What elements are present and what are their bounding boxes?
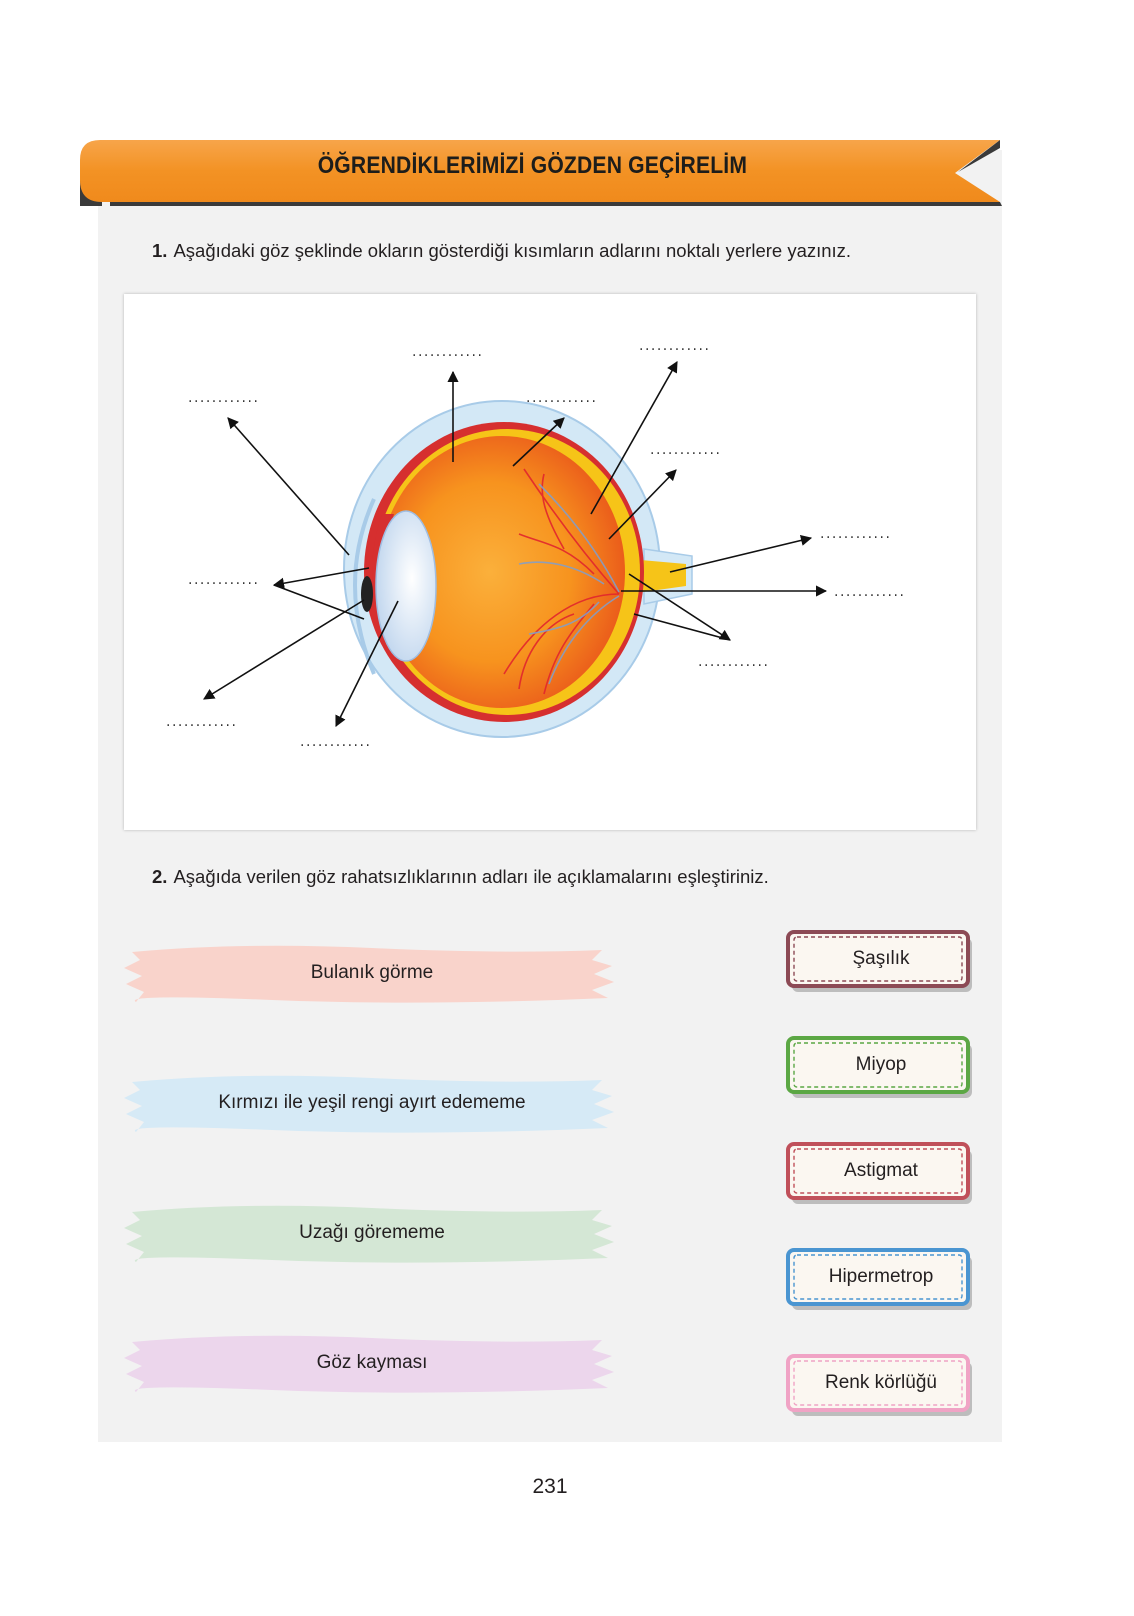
description-text: Kırmızı ile yeşil rengi ayırt edememe — [218, 1092, 526, 1113]
label-blank-7[interactable]: ............ — [188, 572, 260, 588]
disorder-tag-3[interactable]: Astigmat — [786, 1142, 976, 1204]
eye-illustration — [203, 361, 828, 738]
description-card-3[interactable]: Uzağı görememe — [122, 1200, 622, 1270]
disorder-tag-2[interactable]: Miyop — [786, 1036, 976, 1098]
eye-diagram: ............ ............ ............ .… — [124, 294, 976, 830]
page-title: ÖĞRENDİKLERİMİZİ GÖZDEN GEÇİRELİM — [317, 152, 748, 179]
disorder-name: Miyop — [855, 1054, 907, 1075]
question-number: 2. — [152, 866, 168, 887]
page-number: 231 — [532, 1475, 568, 1498]
question-1: 1.Aşağıdaki göz şeklinde okların gösterd… — [152, 240, 851, 262]
question-text: Aşağıda verilen göz rahatsızlıklarının a… — [173, 866, 769, 887]
label-blank-3[interactable]: ............ — [188, 390, 260, 406]
label-blank-10[interactable]: ............ — [166, 714, 238, 730]
label-blank-6[interactable]: ............ — [820, 526, 892, 542]
description-text: Göz kayması — [316, 1352, 428, 1373]
label-blank-9[interactable]: ............ — [698, 654, 770, 670]
description-text: Uzağı görememe — [299, 1222, 445, 1243]
section-banner: ÖĞRENDİKLERİMİZİ GÖZDEN GEÇİRELİM — [80, 140, 1004, 206]
question-2: 2.Aşağıda verilen göz rahatsızlıklarının… — [152, 866, 769, 888]
disorder-tag-4[interactable]: Hipermetrop — [786, 1248, 976, 1310]
description-card-2[interactable]: Kırmızı ile yeşil rengi ayırt edememe — [122, 1070, 622, 1140]
disorder-name: Şaşılık — [852, 948, 910, 969]
description-card-4[interactable]: Göz kayması — [122, 1330, 622, 1400]
disorder-name: Renk körlüğü — [825, 1372, 937, 1393]
description-text: Bulanık görme — [310, 962, 434, 983]
disorder-name: Hipermetrop — [828, 1266, 934, 1287]
question-number: 1. — [152, 240, 168, 261]
disorder-name: Astigmat — [844, 1160, 918, 1181]
description-card-1[interactable]: Bulanık görme — [122, 940, 622, 1010]
label-blank-2[interactable]: ............ — [639, 338, 711, 354]
label-blank-5[interactable]: ............ — [650, 442, 722, 458]
label-blank-8[interactable]: ............ — [834, 584, 906, 600]
disorder-tag-1[interactable]: Şaşılık — [786, 930, 976, 992]
label-blank-11[interactable]: ............ — [300, 734, 372, 750]
question-text: Aşağıdaki göz şeklinde okların gösterdiğ… — [173, 240, 852, 261]
disorder-tag-5[interactable]: Renk körlüğü — [786, 1354, 976, 1416]
label-blank-4[interactable]: ............ — [526, 390, 598, 406]
label-blank-1[interactable]: ............ — [412, 344, 484, 360]
